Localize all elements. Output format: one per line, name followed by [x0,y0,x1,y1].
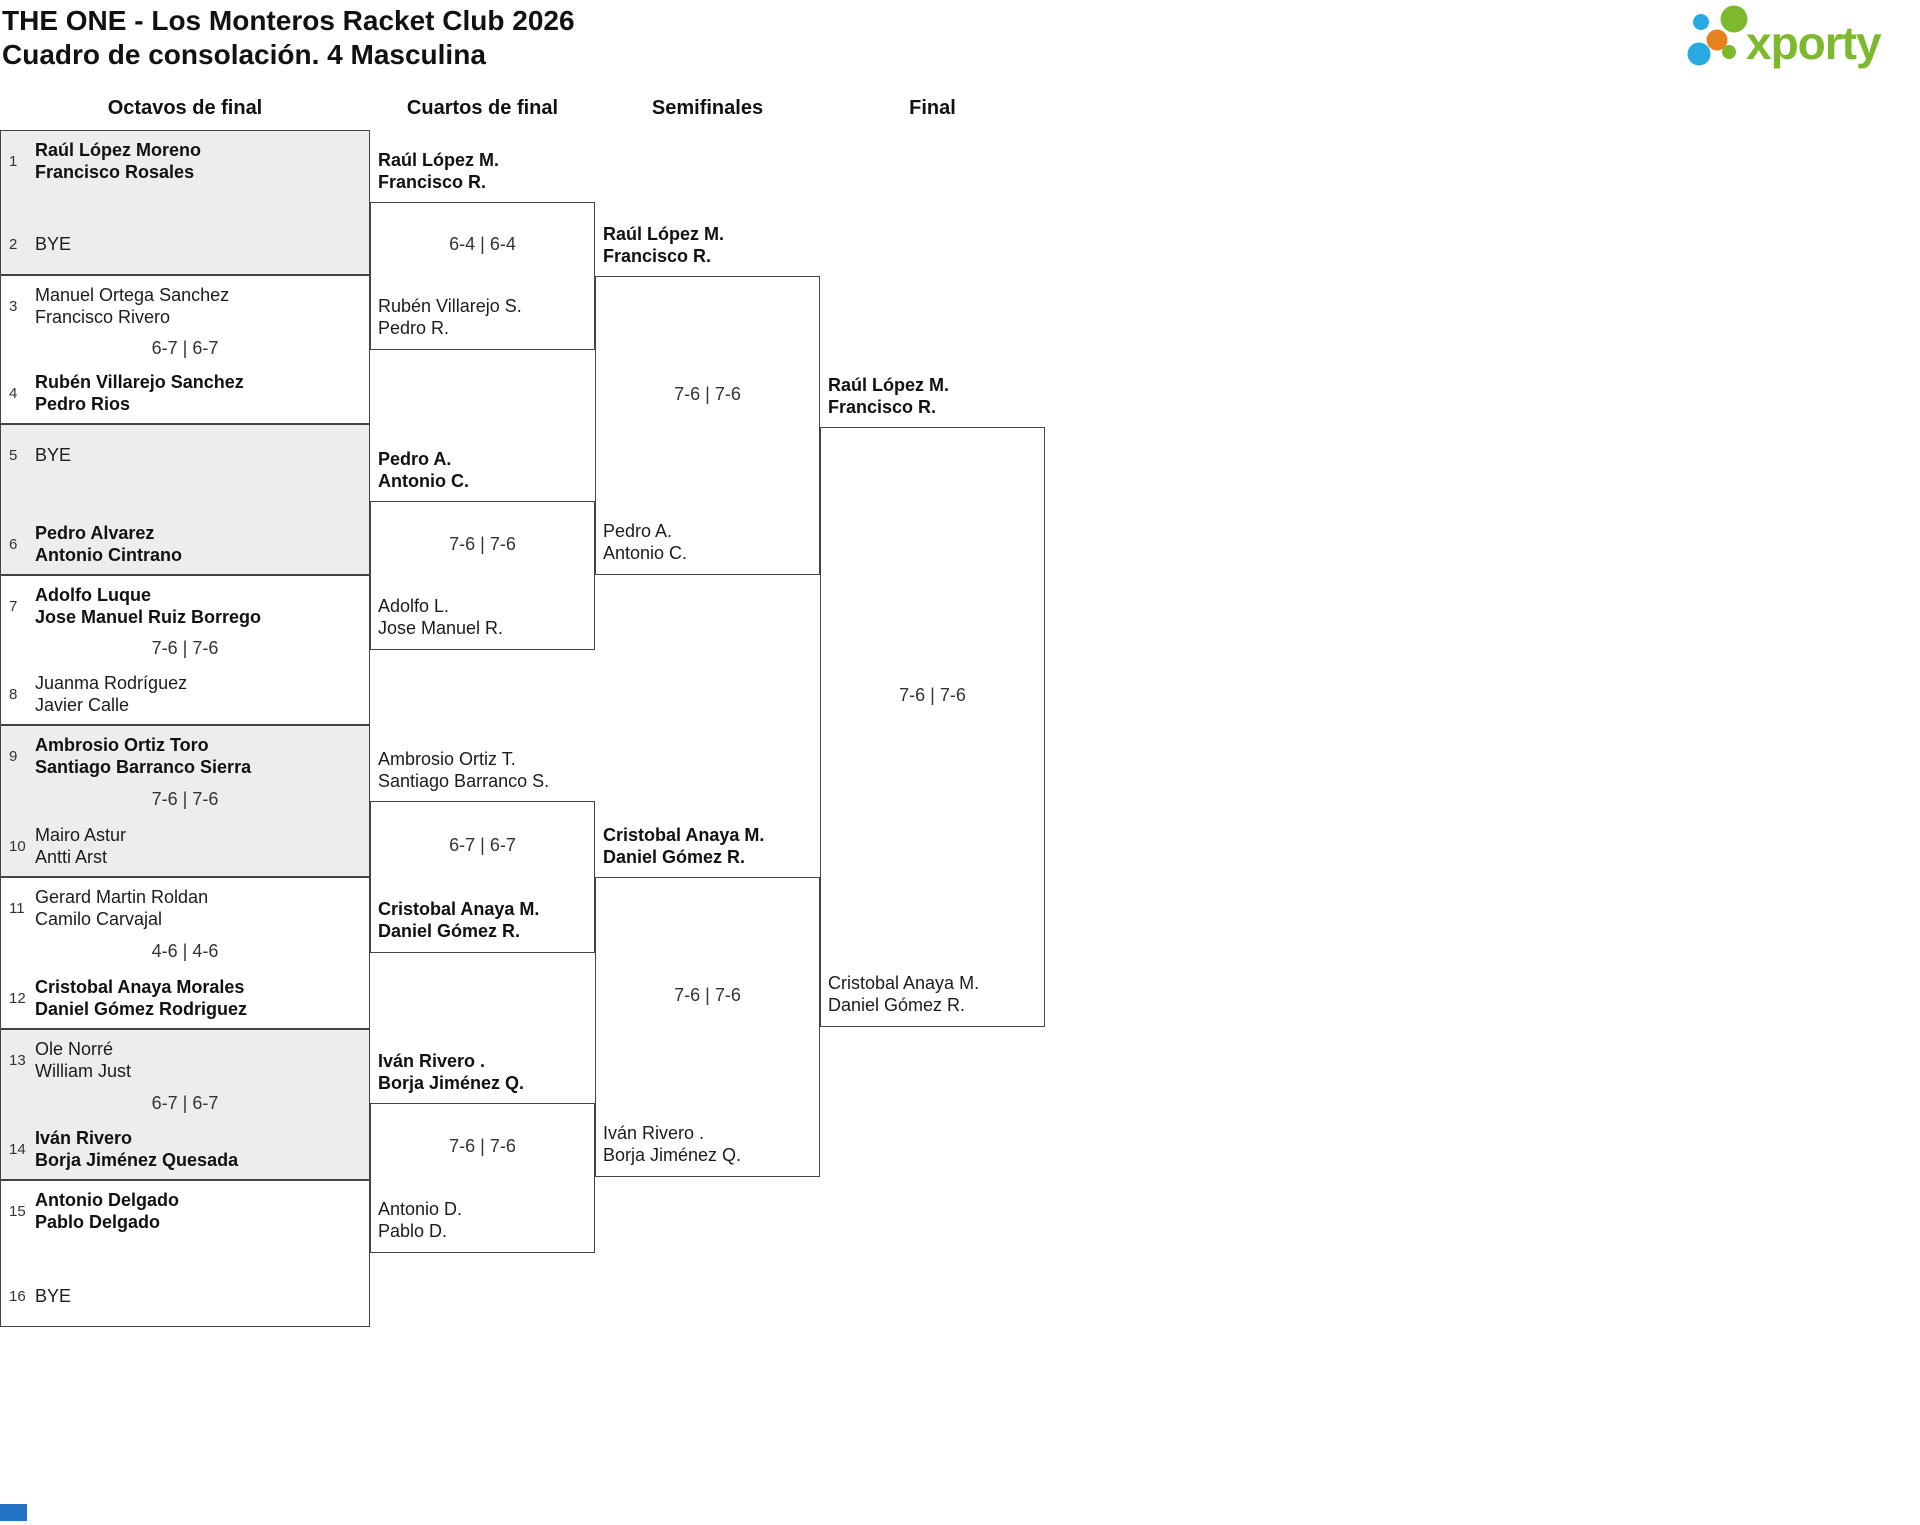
seed-number: 9 [9,747,18,765]
footer-accent-bar [0,1504,27,1521]
match-score: 7-6 | 7-6 [899,685,966,705]
match-box-cuartos-1: Raúl López M.Francisco R. 6-4 | 6-4 Rubé… [370,150,595,350]
round-header-final: Final [909,97,956,119]
seed-number: 2 [9,235,18,253]
team-entry: Raúl López M.Francisco R. [378,150,499,192]
tournament-title: THE ONE - Los Monteros Racket Club 2026 [2,5,575,36]
seed-number: 4 [9,384,18,402]
team-entry: Cristobal Anaya M.Daniel Gómez R. [603,825,765,867]
seed-number: 11 [9,899,25,917]
seed-number: 14 [9,1140,26,1158]
round-header-octavos: Octavos de final [107,97,263,119]
match-box-semifinal-1: Raúl López M.Francisco R. 7-6 | 7-6 Pedr… [595,224,820,575]
match-score: 7-6 | 7-6 [151,638,219,658]
match-box-cuartos-2: Pedro A.Antonio C. 7-6 | 7-6 Adolfo L.Jo… [370,449,595,650]
team-entry: Cristobal Anaya M.Daniel Gómez R. [378,899,540,941]
round-header-cuartos: Cuartos de final [406,97,559,119]
team-entry: Cristobal Anaya M.Daniel Gómez R. [828,973,980,1015]
match-score: 6-7 | 6-7 [449,835,516,855]
team-entry: Raúl López M.Francisco R. [828,375,949,417]
team-entry: Antonio D.Pablo D. [378,1199,463,1241]
match-score: 7-6 | 7-6 [449,1136,516,1156]
bracket-subtitle: Cuadro de consolación. 4 Masculina [2,39,486,70]
logo-dots-icon [1687,5,1748,66]
seed-number: 12 [9,989,26,1007]
team-entry: 2 BYE [9,234,72,254]
seed-number: 10 [9,837,26,855]
seed-number: 13 [9,1051,26,1069]
match-box-cuartos-3: Ambrosio Ortiz T.Santiago Barranco S. 6-… [370,749,595,953]
xporty-logo[interactable]: xporty [1680,4,1915,72]
match-score: 7-6 | 7-6 [674,985,741,1005]
team-entry: Pedro A.Antonio C. [378,449,469,491]
seed-number: 1 [9,152,18,170]
seed-number: 8 [9,685,18,703]
seed-number: 15 [9,1202,26,1220]
round-header-semifinales: Semifinales [651,97,764,119]
team-entry: 16 BYE [9,1286,72,1306]
team-entry: 5 BYE [9,445,72,465]
team-entry: Pedro A.Antonio C. [603,521,688,563]
match-score: 6-4 | 6-4 [449,234,516,254]
match-score: 4-6 | 4-6 [151,941,219,961]
match-box-cuartos-4: Iván Rivero .Borja Jiménez Q. 7-6 | 7-6 … [370,1051,595,1253]
match-score: 6-7 | 6-7 [151,337,219,358]
team-entry: Iván Rivero .Borja Jiménez Q. [378,1051,525,1093]
seed-number: 6 [9,535,18,553]
team-entry: Rubén Villarejo S.Pedro R. [378,296,522,338]
match-score: 7-6 | 7-6 [674,383,741,404]
team-entry: Iván Rivero .Borja Jiménez Q. [603,1123,742,1165]
match-score: 7-6 | 7-6 [151,789,219,809]
seed-number: 16 [9,1287,26,1305]
seed-number: 3 [9,297,18,315]
match-score: 7-6 | 7-6 [449,533,516,554]
match-box-semifinal-2: Cristobal Anaya M.Daniel Gómez R. 7-6 | … [595,825,820,1177]
seed-number: 7 [9,597,18,615]
team-entry: Ambrosio Ortiz T.Santiago Barranco S. [378,749,550,791]
match-score: 6-7 | 6-7 [151,1092,219,1113]
team-entry: Adolfo L.Jose Manuel R. [378,596,504,638]
seed-number: 5 [9,446,18,464]
logo-wordmark: xporty [1746,17,1882,69]
match-box-final: Raúl López M.Francisco R. 7-6 | 7-6 Cris… [820,375,1045,1027]
team-entry: Raúl López M.Francisco R. [603,224,724,266]
